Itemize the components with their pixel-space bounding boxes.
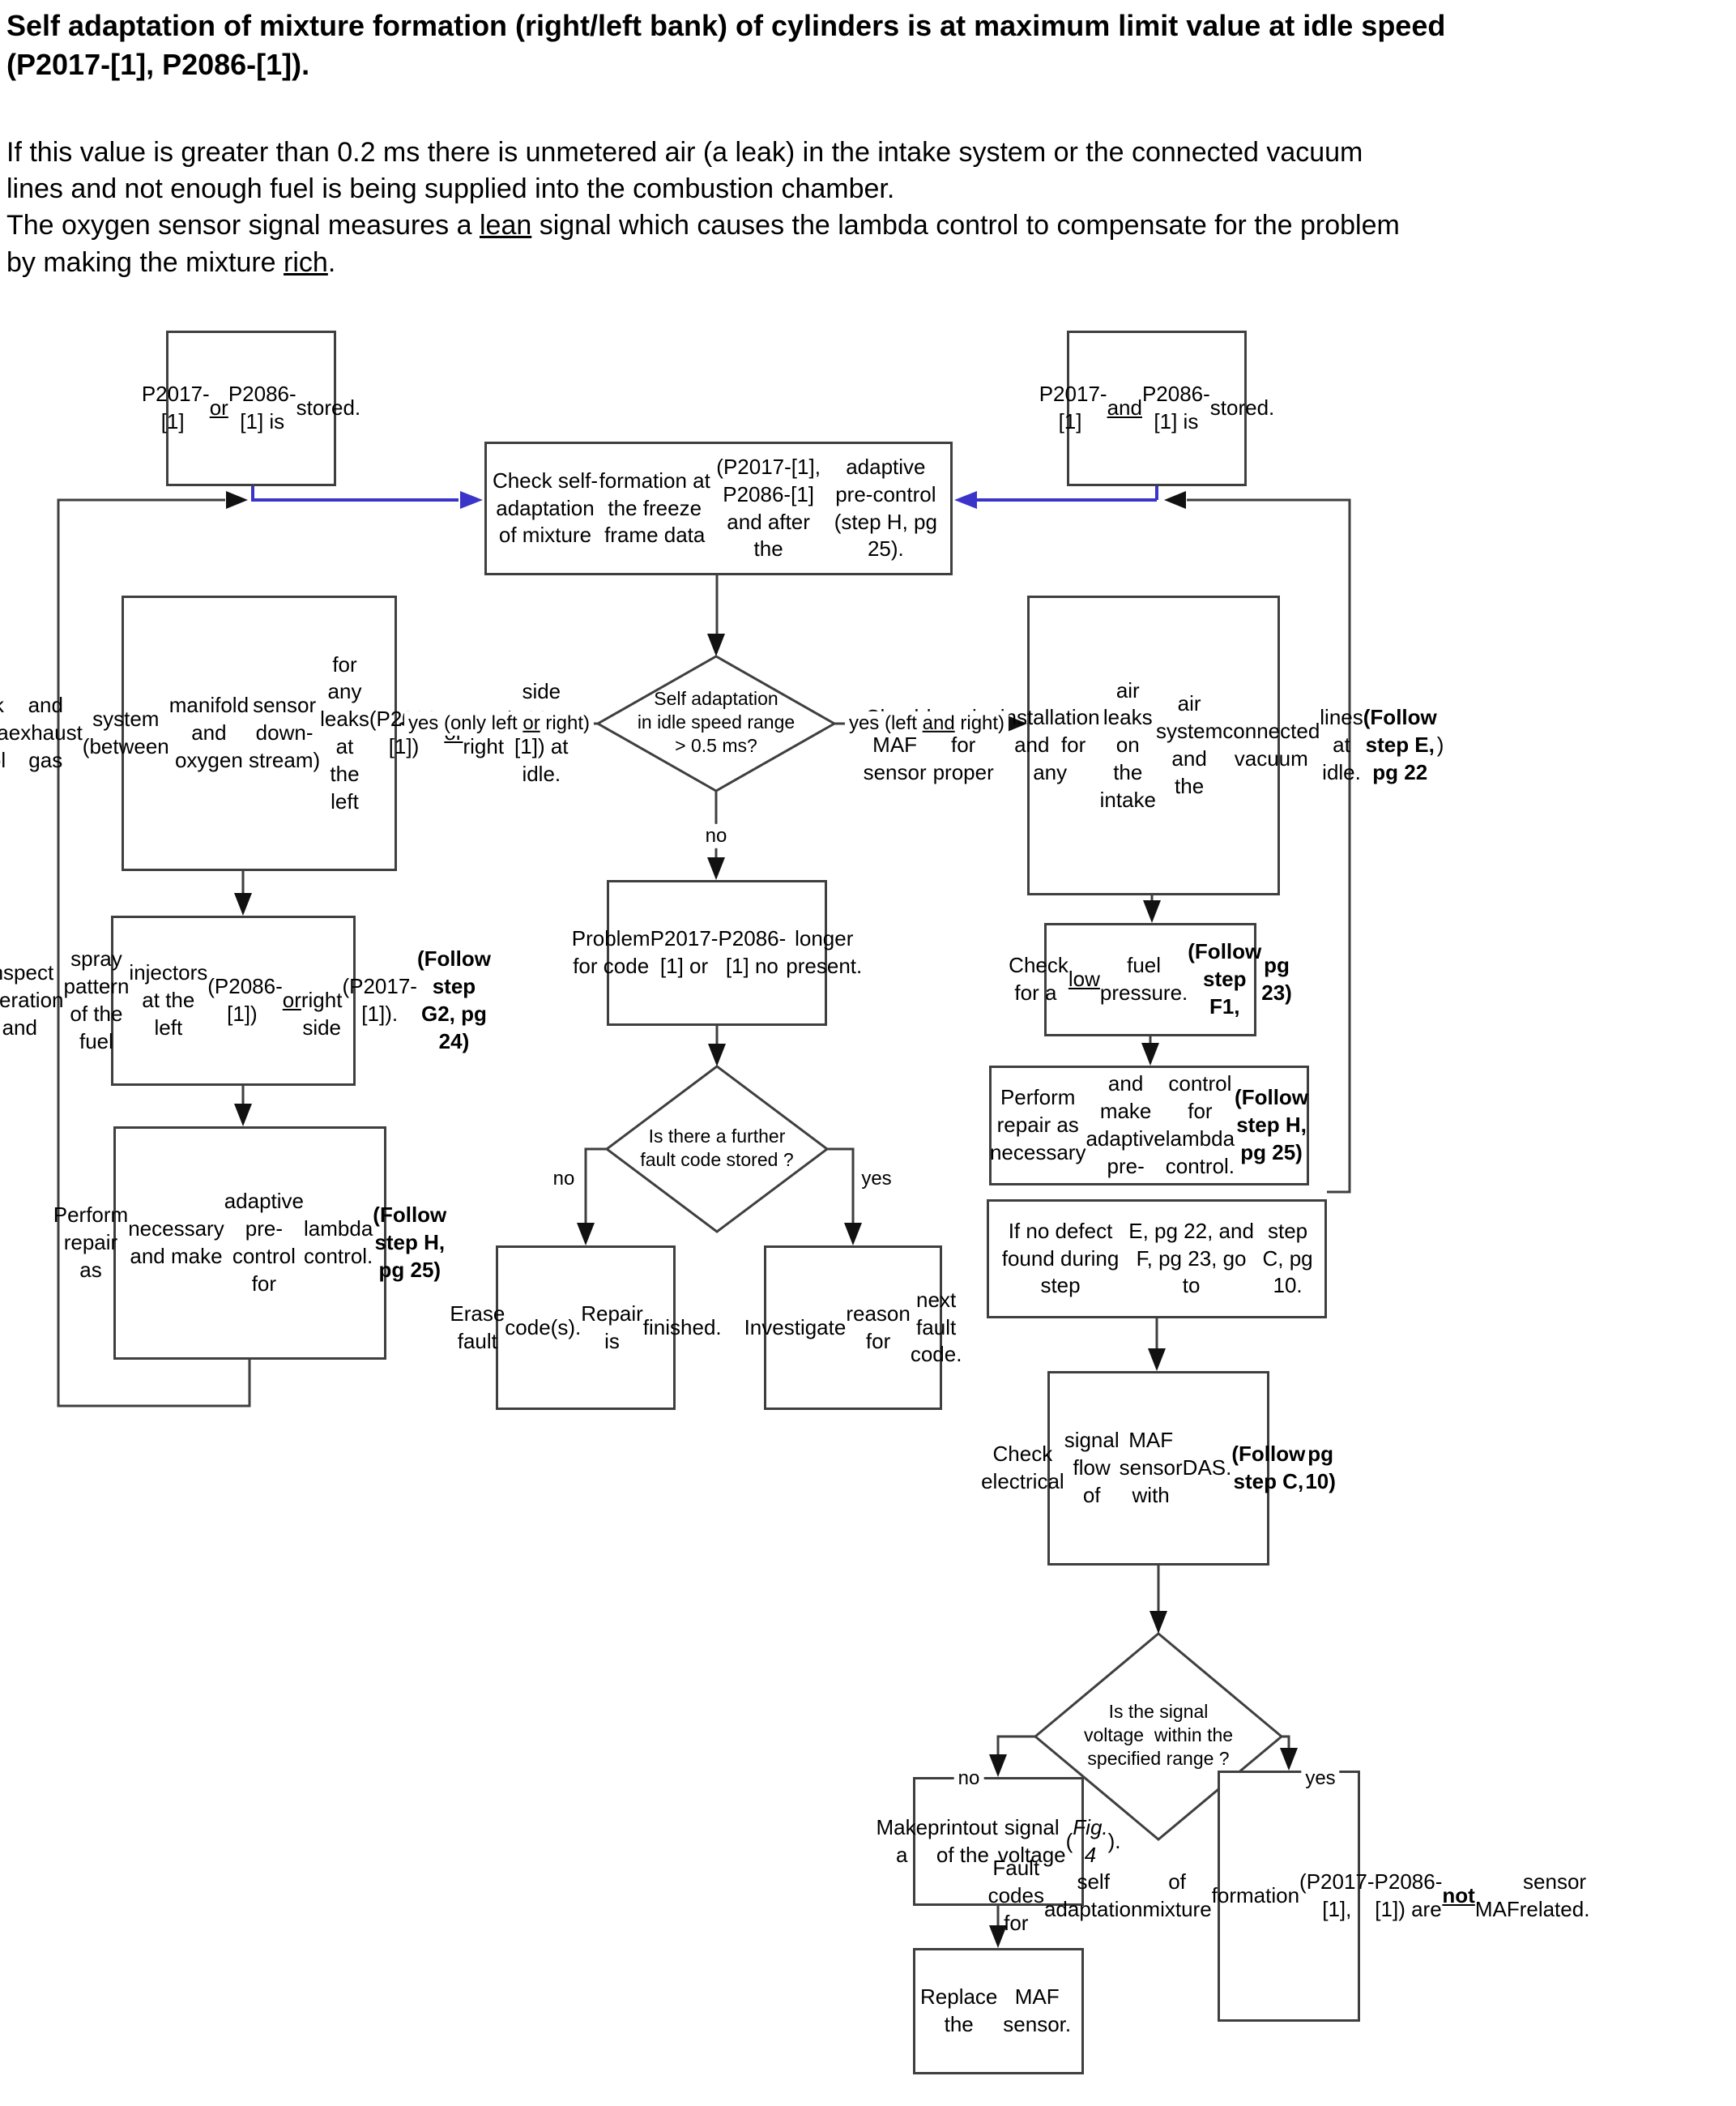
edge-label-no-range: no <box>701 823 732 849</box>
arrowhead <box>844 1223 862 1245</box>
arrowhead <box>226 491 248 509</box>
edge-label-no-further: no <box>548 1166 579 1192</box>
arrowhead <box>1148 1348 1166 1371</box>
edge-label-yes-only-left-or-right: yes (only left or right) <box>403 711 595 737</box>
arrowhead <box>707 634 725 656</box>
arrowhead <box>1141 1043 1159 1066</box>
box-check-maf-housing: Check MAF sensorhousing for properinstal… <box>864 596 1444 895</box>
edge-label-yes-voltage: yes <box>1301 1766 1340 1792</box>
arrowhead-blue <box>954 491 977 509</box>
decision-further-fault-shape <box>604 1065 830 1233</box>
box-check-lambda-control: Check lambda controland exhaust gassyste… <box>0 596 579 871</box>
edge-label-no-voltage: no <box>953 1766 984 1792</box>
arrowhead <box>707 857 725 880</box>
arrowhead <box>1005 715 1027 733</box>
arrowhead <box>1280 1748 1298 1771</box>
connector-diamond2-yes <box>827 1147 855 1236</box>
connector-left-loop <box>57 498 251 1408</box>
connector-diamond2-no <box>584 1147 607 1236</box>
arrowhead <box>1143 900 1161 923</box>
arrowhead <box>234 893 252 916</box>
arrowhead <box>577 1223 595 1245</box>
decision-self-adaptation-shape <box>595 655 838 792</box>
connector-right-loop <box>1187 498 1351 1194</box>
arrowhead-blue <box>460 491 483 509</box>
arrowhead <box>989 1754 1007 1777</box>
edge-label-yes-left-and-right: yes (left and right) <box>844 711 1009 737</box>
edge-label-yes-further: yes <box>857 1166 896 1192</box>
arrowhead <box>708 1044 726 1066</box>
page-title: Self adaptation of mixture formation (ri… <box>6 9 1446 81</box>
arrowhead <box>1164 491 1186 509</box>
arrowhead <box>234 1104 252 1126</box>
intro-paragraph: If this value is greater than 0.2 ms the… <box>6 137 1400 278</box>
arrowhead <box>989 1925 1007 1948</box>
arrowhead <box>1150 1611 1167 1634</box>
